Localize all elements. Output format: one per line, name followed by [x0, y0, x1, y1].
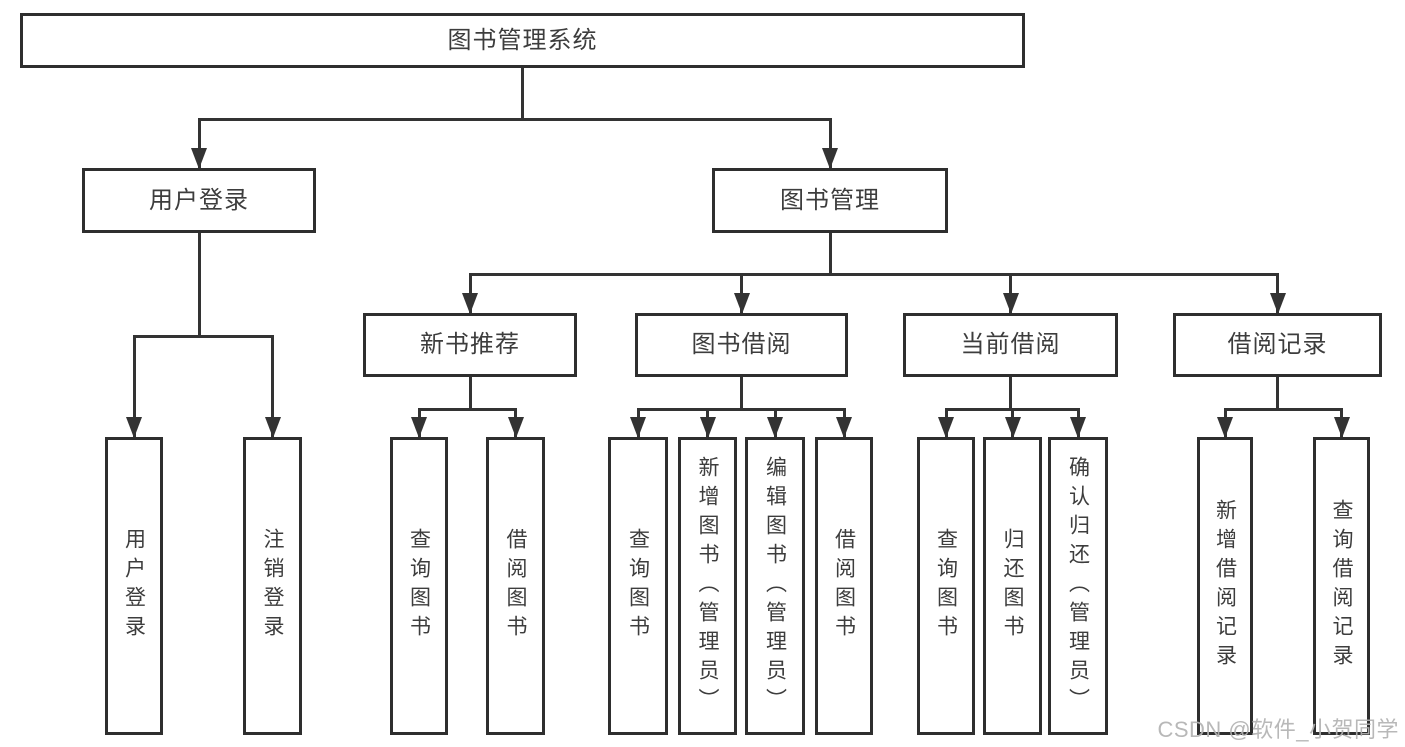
connector-book-mgmt-branch — [468, 273, 1279, 276]
node-br-add-label: 新增借阅记录 — [1213, 499, 1237, 673]
connector-bb-borrow-arrowhead — [836, 417, 852, 438]
node-new-book-rec-label: 新书推荐 — [420, 331, 520, 358]
node-bb-borrow: 借阅图书 — [815, 437, 873, 735]
node-book-borrow: 图书借阅 — [635, 313, 848, 377]
connector-bb-query-arrowhead — [630, 417, 646, 438]
node-cb-confirm: 确认归还（管理员） — [1048, 437, 1108, 735]
node-cb-confirm-label: 确认归还（管理员） — [1066, 455, 1090, 717]
node-login-label: 用户登录 — [122, 528, 146, 644]
connector-cb-confirm-arrowhead — [1070, 417, 1086, 438]
connector-system-stem — [521, 68, 524, 121]
connector-borrow-records-arrowhead — [1269, 293, 1286, 314]
connector-new-book-rec-arrowhead — [462, 293, 478, 314]
connector-book-borrow-branch — [636, 408, 846, 411]
connector-user-login-drop — [197, 118, 201, 168]
node-system: 图书管理系统 — [20, 13, 1025, 68]
connector-logout-arrowhead — [264, 417, 281, 438]
connector-logout-drop — [271, 335, 274, 437]
connector-borrow-records-branch — [1223, 408, 1343, 411]
connector-cb-query-arrowhead — [938, 417, 954, 438]
connector-user-login-stem — [197, 233, 201, 338]
connector-user-login-arrowhead — [191, 148, 207, 169]
node-bb-edit-label: 编辑图书（管理员） — [763, 455, 787, 717]
node-logout-label: 注销登录 — [261, 528, 284, 644]
watermark: CSDN @软件_小贺同学 — [1157, 717, 1399, 742]
connector-nbr-query-arrowhead — [411, 417, 427, 438]
node-book-mgmt-label: 图书管理 — [780, 186, 880, 214]
node-bb-query-label: 查询图书 — [626, 528, 650, 644]
node-current-borrow: 当前借阅 — [903, 313, 1118, 377]
connector-system-branch — [197, 118, 832, 121]
node-bb-add: 新增图书（管理员） — [678, 437, 737, 735]
connector-current-borrow-arrowhead — [1002, 293, 1019, 314]
node-borrow-records-label: 借阅记录 — [1227, 331, 1328, 358]
node-borrow-records: 借阅记录 — [1173, 313, 1382, 377]
connector-br-query-arrowhead — [1333, 417, 1350, 438]
node-book-mgmt: 图书管理 — [712, 168, 948, 233]
node-nbr-borrow: 借阅图书 — [486, 437, 545, 735]
node-bb-query: 查询图书 — [608, 437, 668, 735]
connector-user-login-branch — [132, 335, 274, 338]
node-current-borrow-label: 当前借阅 — [960, 331, 1061, 358]
node-logout: 注销登录 — [243, 437, 302, 735]
node-br-query-label: 查询借阅记录 — [1330, 499, 1353, 673]
node-br-query: 查询借阅记录 — [1313, 437, 1370, 735]
node-cb-query: 查询图书 — [917, 437, 975, 735]
node-nbr-query-label: 查询图书 — [407, 528, 431, 644]
node-login: 用户登录 — [105, 437, 163, 735]
connector-new-book-rec-stem — [468, 377, 472, 411]
node-cb-return: 归还图书 — [983, 437, 1042, 735]
node-cb-query-label: 查询图书 — [934, 528, 958, 644]
connector-login-drop — [132, 335, 136, 437]
connector-borrow-records-stem — [1276, 377, 1279, 411]
connector-login-arrowhead — [126, 417, 142, 438]
connector-new-book-rec-branch — [417, 408, 517, 411]
connector-current-borrow-stem — [1009, 377, 1012, 411]
node-bb-add-label: 新增图书（管理员） — [696, 455, 719, 717]
connector-bb-edit-arrowhead — [767, 417, 783, 438]
node-user-login-label: 用户登录 — [149, 186, 249, 214]
node-nbr-query: 查询图书 — [390, 437, 448, 735]
node-book-borrow-label: 图书借阅 — [691, 331, 792, 358]
node-system-label: 图书管理系统 — [447, 26, 598, 54]
node-br-add: 新增借阅记录 — [1197, 437, 1253, 735]
connector-book-mgmt-stem — [828, 233, 832, 276]
node-nbr-borrow-label: 借阅图书 — [504, 528, 527, 644]
connector-bb-add-arrowhead — [699, 417, 716, 438]
connector-book-borrow-stem — [740, 377, 743, 411]
connector-book-mgmt-drop — [828, 118, 832, 168]
node-bb-borrow-label: 借阅图书 — [832, 528, 856, 644]
connector-nbr-borrow-arrowhead — [507, 417, 524, 438]
connector-book-borrow-arrowhead — [733, 293, 750, 314]
node-user-login: 用户登录 — [82, 168, 316, 233]
node-cb-return-label: 归还图书 — [1001, 528, 1024, 644]
connector-book-mgmt-arrowhead — [822, 148, 838, 169]
connector-br-add-arrowhead — [1217, 417, 1233, 438]
node-bb-edit: 编辑图书（管理员） — [745, 437, 805, 735]
node-new-book-rec: 新书推荐 — [363, 313, 577, 377]
connector-cb-return-arrowhead — [1004, 417, 1021, 438]
